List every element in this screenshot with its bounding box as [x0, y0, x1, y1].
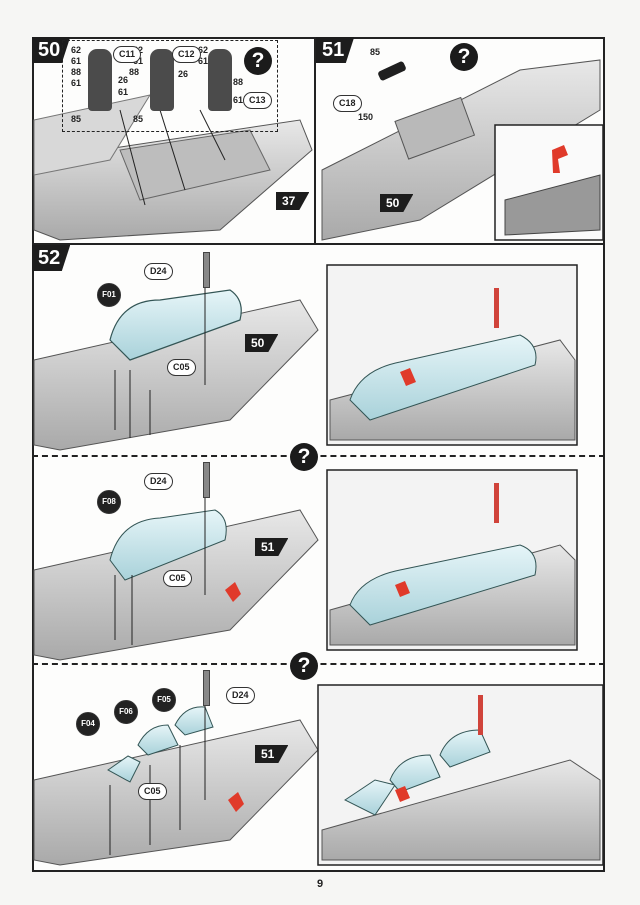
part-callout-c05: C05	[163, 570, 192, 587]
ref-step-51: 51	[255, 538, 289, 556]
part-callout-c18: C18	[333, 95, 362, 112]
page-number: 9	[316, 878, 324, 890]
ref-step-51: 51	[255, 745, 289, 763]
query-icon: ?	[290, 443, 318, 471]
part-callout-f04: F04	[76, 712, 100, 736]
aerial-mast-part	[203, 670, 210, 706]
part-callout-c05: C05	[167, 359, 196, 376]
aerial-mast-part	[203, 462, 210, 498]
ref-step-50: 50	[380, 194, 414, 212]
query-icon: ?	[450, 43, 478, 71]
part-callout-d24: D24	[226, 687, 255, 704]
step-51-label: 51	[316, 37, 355, 63]
step-divider	[32, 243, 605, 245]
part-callout-d24: D24	[144, 263, 173, 280]
variant-divider-2	[32, 663, 605, 665]
aerial-mast-part	[203, 252, 210, 288]
dimension-150: 150	[358, 112, 374, 122]
ref-step-50: 50	[245, 334, 279, 352]
part-callout-c05: C05	[138, 783, 167, 800]
variant-divider-1	[32, 455, 605, 457]
pilot-figure	[88, 49, 112, 111]
part-callout-c13: C13	[243, 92, 272, 109]
query-icon: ?	[244, 47, 272, 75]
part-callout-c12: C12	[172, 46, 201, 63]
part-callout-f01: F01	[97, 283, 121, 307]
part-callout-f08: F08	[97, 490, 121, 514]
step51-fuselage-illustration	[321, 59, 604, 241]
part-callout-d24: D24	[144, 473, 173, 490]
part-callout-c11: C11	[113, 46, 142, 63]
ref-step-37: 37	[276, 192, 310, 210]
pilot-figures-box: 62 61 88 61 85 62 61 88 26 61 85 62 61 2…	[62, 40, 278, 132]
dimension-85: 85	[370, 47, 381, 57]
pilot-figure	[150, 49, 174, 111]
part-callout-f06: F06	[114, 700, 138, 724]
query-icon: ?	[290, 652, 318, 680]
step-divider	[314, 37, 316, 244]
step52-row3-illustration	[33, 684, 604, 866]
pilot-figure	[208, 49, 232, 111]
part-callout-f05: F05	[152, 688, 176, 712]
